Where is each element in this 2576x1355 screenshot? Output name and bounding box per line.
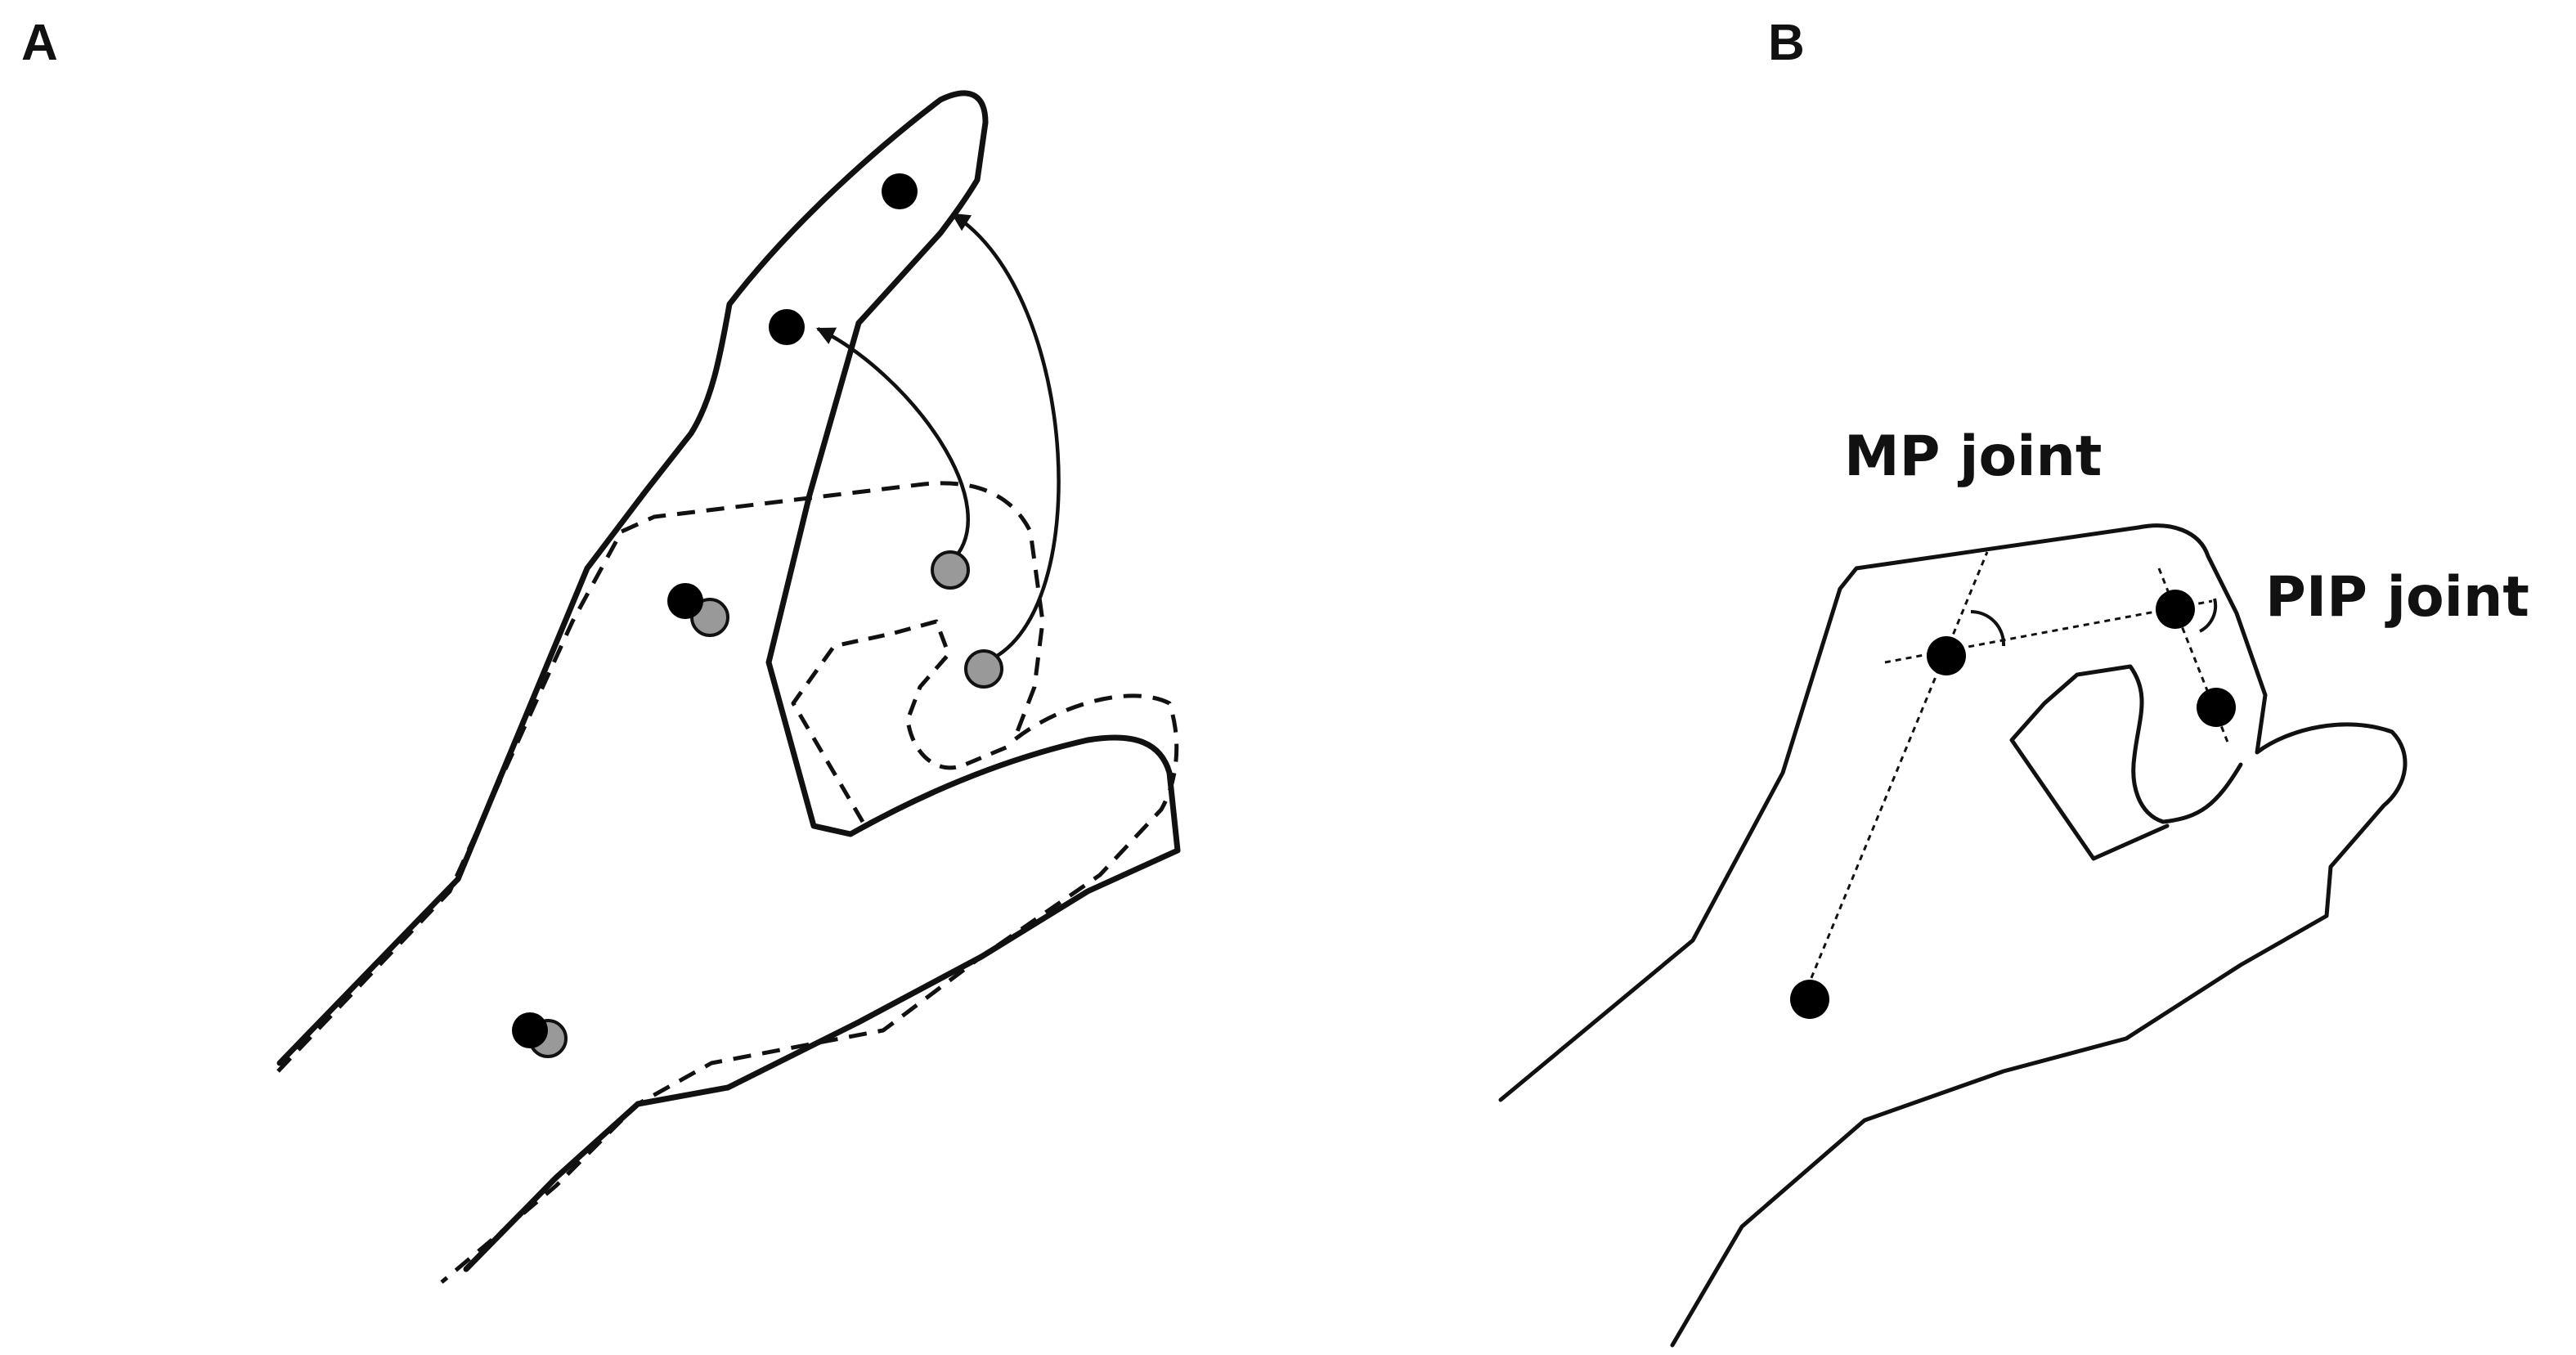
dip-joint-marker: [2197, 688, 2236, 727]
trajectory-arrow-middle: [815, 326, 970, 564]
final-hand-outline: [276, 90, 1181, 1272]
pip-joint-marker: [2156, 590, 2195, 629]
panel-a-drawing: [276, 90, 1181, 1284]
mp-angle-arc: [1970, 609, 2006, 647]
mp-joint-label: MP joint: [1844, 424, 2103, 489]
panel-b-letter: B: [1768, 15, 1805, 71]
pip-joint-label: PIP joint: [2265, 565, 2529, 630]
mp-joint-marker: [1927, 636, 1966, 675]
wrist-marker: [1790, 980, 1829, 1019]
initial-marker-middle-finger: [931, 550, 970, 590]
final-marker-distal-finger: [882, 173, 918, 209]
final-marker-knuckle: [667, 583, 703, 619]
panel-b-drawing: [1498, 523, 2408, 1348]
trajectory-arrow-distal: [951, 213, 1061, 665]
pip-angle-arc: [2199, 598, 2218, 633]
initial-marker-distal-finger: [964, 649, 1003, 689]
initial-finger-outline: [791, 619, 1015, 823]
panel-a-letter: A: [21, 15, 58, 71]
curled-finger-outline: [2009, 664, 2243, 861]
final-marker-middle-finger: [769, 309, 805, 345]
final-marker-wrist: [512, 1012, 548, 1048]
initial-hand-outline: [276, 481, 1179, 1284]
hand-outline-b: [1498, 523, 2408, 1348]
